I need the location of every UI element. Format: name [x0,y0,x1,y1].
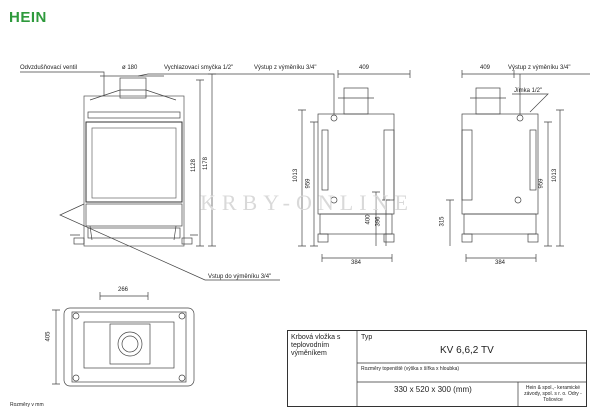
right-h-315: 315 [439,216,446,227]
height-1178: 1178 [202,157,209,170]
left-h-400: 400 [365,214,372,225]
right-outlet-label: Výstup z výměníku 3/4" [508,65,571,71]
type-label: Typ [361,334,373,341]
cooling-loop-label: Vychlazovací smyčka 1/2" [164,65,234,71]
company-info: Hein & spol.,- keramické závody, spol. s… [524,385,582,403]
side-view-left-drawing [252,70,411,262]
dims-label: Rozměry topeniště (výška x šířka x hloub… [361,366,460,372]
top-view-drawing [52,292,195,387]
inlet-label: Vstup do výměníku 3/4" [208,274,272,280]
side-view-right-drawing [446,70,590,262]
right-width-bottom: 384 [495,260,506,266]
left-h-1013: 1013 [293,168,300,183]
left-h-396: 396 [375,216,382,227]
title-block [287,330,587,407]
units-note: Rozměry v mm [10,402,44,408]
product-description: Krbová vložka s teplovodním výměníkem [291,334,341,357]
left-outlet-label: Výstup z výměníku 3/4" [254,65,317,71]
hein-logo: HEIN [9,9,47,26]
sump-label: Jímka 1/2" [514,88,543,94]
vent-label: Odvzdušňovací ventil [20,65,78,71]
right-width-top: 409 [480,65,491,71]
title-block-lines [356,330,587,407]
left-h-959: 959 [305,178,312,189]
diameter-label: ø 180 [122,65,138,71]
right-h-959: 959 [538,178,545,189]
left-width-top: 409 [359,65,370,71]
watermark: KRBY-ONLINE [200,190,414,215]
left-width-bottom: 384 [351,260,362,266]
height-1128: 1128 [190,159,197,172]
top-dim-266: 266 [118,287,129,293]
right-h-1013: 1013 [552,168,559,183]
type-value: KV 6,6,2 TV [440,345,494,356]
front-view-drawing [20,71,280,281]
dims-value: 330 x 520 x 300 (mm) [394,385,472,394]
top-dim-405: 405 [45,331,52,342]
